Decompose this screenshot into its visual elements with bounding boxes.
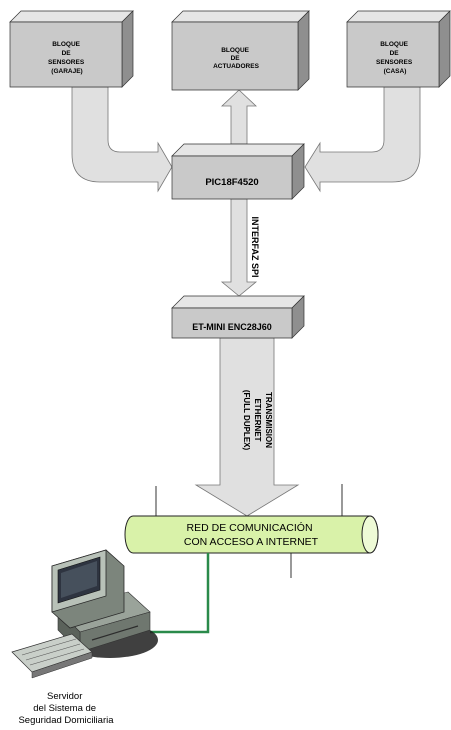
block-actuators — [171, 10, 310, 91]
server-line-3: Seguridad Domiciliaria — [18, 715, 114, 726]
network-cable — [150, 553, 210, 634]
label-microcontroller: PIC18F4520 — [205, 177, 258, 188]
label-actuators: BLOQUE DE ACTUADORES — [213, 47, 260, 70]
label-spi-interface: INTERFAZ SPI — [250, 216, 260, 277]
box-top-face — [171, 10, 310, 23]
box-side-face — [438, 10, 451, 88]
label-server: Servidor del Sistema de Seguridad Domici… — [18, 691, 114, 726]
house-line-4: (CASA) — [384, 68, 407, 75]
arrow-ethernet — [194, 337, 300, 517]
block-microcontroller — [171, 143, 305, 200]
box-top-face — [171, 143, 305, 157]
box-top-face — [346, 10, 451, 23]
garage-line-3: SENSORES — [48, 59, 85, 66]
arrow-house-to-pic — [304, 86, 421, 193]
arrow-pic-to-actuators — [220, 89, 258, 145]
label-ethernet-line-3: (FULL DUPLEX) — [242, 390, 251, 451]
network-line-2: CON ACCESO A INTERNET — [184, 536, 319, 548]
actuators-line-3: ACTUADORES — [213, 63, 260, 70]
server-line-1: Servidor — [47, 691, 82, 702]
box-front-face — [171, 21, 299, 91]
network-cylinder — [124, 515, 379, 554]
box-front-face — [171, 307, 293, 339]
desktop-computer-icon — [11, 549, 158, 679]
box-front-face — [9, 21, 123, 88]
garage-line-2: DE — [62, 50, 72, 57]
label-sensors-garage: BLOQUE DE SENSORES (GARAJE) — [48, 41, 86, 75]
label-ethernet-module: ET-MINI ENC28J60 — [192, 322, 272, 332]
label-ethernet-line-2: ETHERNET — [253, 398, 262, 441]
box-side-face — [297, 10, 310, 91]
actuators-line-1: BLOQUE — [221, 47, 249, 54]
block-ethernet-module — [171, 295, 305, 339]
label-network: RED DE COMUNICACIÓN CON ACCESO A INTERNE… — [184, 521, 319, 548]
server-line-2: del Sistema de — [33, 703, 96, 714]
flow-arrows — [71, 86, 421, 517]
label-sensors-house: BLOQUE DE SENSORES (CASA) — [376, 41, 414, 75]
box-front-face — [171, 155, 293, 200]
block-sensors-house — [346, 10, 451, 88]
box-side-face — [121, 10, 134, 88]
block-sensors-garage — [9, 10, 134, 88]
house-line-3: SENSORES — [376, 59, 413, 66]
box-top-face — [9, 10, 134, 23]
network-line-1: RED DE COMUNICACIÓN — [187, 521, 313, 534]
actuators-line-2: DE — [231, 55, 241, 62]
box-top-face — [171, 295, 305, 309]
house-line-2: DE — [390, 50, 400, 57]
box-front-face — [346, 21, 440, 88]
arrow-spi — [220, 198, 258, 297]
network-link-lines — [155, 484, 343, 578]
garage-line-1: BLOQUE — [52, 41, 80, 48]
garage-line-4: (GARAJE) — [51, 68, 82, 75]
house-line-1: BLOQUE — [380, 41, 408, 48]
network-cylinder-end — [361, 515, 379, 554]
label-ethernet-line-1: TRANSMISION — [264, 392, 273, 448]
arrow-garage-to-pic — [71, 86, 173, 193]
